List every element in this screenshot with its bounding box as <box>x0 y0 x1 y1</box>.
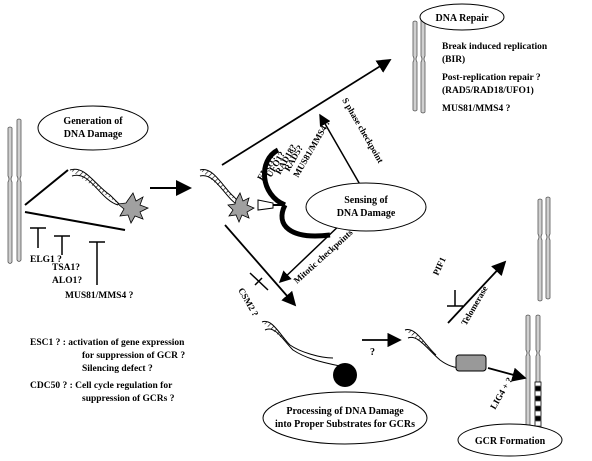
arrow-lig4 <box>487 367 527 382</box>
label-alo1: ALO1? <box>52 276 82 286</box>
bir-line-1: Break induced replication <box>442 42 548 52</box>
gcr-formation-title: GCR Formation <box>475 436 546 447</box>
sensing-genes: MUS81/MMS4 ? RAD5? RAD18? UFO1? ELG1? <box>255 118 332 182</box>
cdc50-line-1: CDC50 ? : Cell cycle regulation for <box>30 381 173 391</box>
sensing-line-1: Sensing of <box>344 195 388 206</box>
label-tsa1: TSA1? <box>52 263 80 273</box>
repair-mus81: MUS81/MMS4 ? <box>442 104 511 114</box>
prr-line-2: (RAD5/RAD18/UFO1) <box>442 85 534 96</box>
esc1-line-1: ESC1 ? : activation of gene expression <box>30 338 185 348</box>
arrow-mitotic-checkpoint <box>278 219 346 284</box>
dna-helix-processing <box>261 320 357 387</box>
sensing-line-2: DNA Damage <box>337 208 396 219</box>
arrow-telomerase <box>447 260 507 324</box>
repair-title: DNA Repair <box>435 13 489 24</box>
processing-line-2: into Proper Substrates for GCRs <box>275 419 415 430</box>
label-question: ? <box>370 347 375 358</box>
esc1-line-2: for suppression of GCR ? <box>82 351 185 361</box>
generation-line-1: Generation of <box>63 116 123 127</box>
prr-line-1: Post-replication repair ? <box>442 73 541 83</box>
inhibit-elg1 <box>30 227 46 248</box>
arrow-to-processing <box>224 224 297 307</box>
chromosome-top-right <box>412 18 426 114</box>
line-chrom-to-dna <box>24 169 69 206</box>
ellipse-gcr-formation <box>457 423 563 457</box>
bir-line-2: (BIR) <box>442 54 465 65</box>
inhibit-tsa1 <box>54 235 70 255</box>
label-elg1: ELG1 ? <box>30 255 62 265</box>
chromosome-gcr <box>525 314 542 442</box>
cdc50-line-2: suppression of GCRs ? <box>82 394 175 404</box>
dna-helix-telomere <box>404 329 487 372</box>
ellipse-generation <box>37 105 149 151</box>
dna-helix-damaged-1 <box>69 168 149 224</box>
esc1-line-3: Silencing defect ? <box>82 364 153 374</box>
arrow-s-phase-checkpoint <box>319 113 363 189</box>
ellipse-sensing <box>305 182 427 232</box>
chromosome-left <box>7 118 22 264</box>
generation-line-2: DNA Damage <box>64 129 123 140</box>
ellipse-processing <box>262 391 428 445</box>
line-chrom-bottom <box>24 211 126 231</box>
label-mus81: MUS81/MMS4 ? <box>65 291 134 301</box>
sensing-clamp <box>257 147 331 239</box>
inhibit-csm2 <box>249 272 269 291</box>
arrow-to-repair <box>221 59 392 166</box>
ellipse-repair <box>419 3 505 31</box>
label-lig4: LIG4 + ? <box>488 376 514 411</box>
label-s-phase-checkpoint: S phase checkpoint <box>340 96 385 165</box>
chromosome-mid-right <box>537 196 551 302</box>
inhibit-pif1 <box>447 290 463 307</box>
processing-line-1: Processing of DNA Damage <box>286 406 404 417</box>
dna-helix-damaged-2 <box>199 169 255 224</box>
inhibit-mus81 <box>89 241 105 285</box>
label-pif1: PIF1 <box>431 255 448 277</box>
label-csm2: CSM2 ? <box>236 286 260 318</box>
